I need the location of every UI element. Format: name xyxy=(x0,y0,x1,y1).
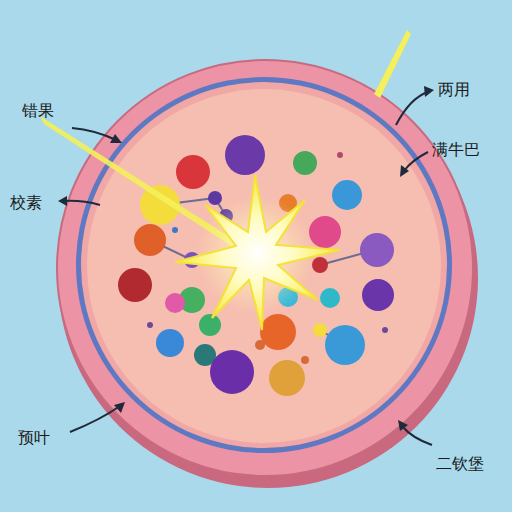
part-label: 预叶 xyxy=(18,428,50,447)
part-label: 校素 xyxy=(10,193,42,212)
cytoplasm xyxy=(87,89,441,443)
laser-beam xyxy=(374,30,411,98)
part-label: 满牛巴 xyxy=(432,140,480,159)
outer-rim xyxy=(57,60,473,476)
leader-lines xyxy=(64,92,432,445)
part-label: 二钦堡 xyxy=(436,454,484,473)
blue-membrane xyxy=(76,77,452,453)
arrowheads xyxy=(58,86,434,431)
part-label: 两用 xyxy=(438,80,470,99)
starburst xyxy=(175,175,340,330)
part-label: 错果 xyxy=(22,101,54,120)
organelle-balls xyxy=(118,135,394,396)
inner-ring xyxy=(81,82,447,448)
